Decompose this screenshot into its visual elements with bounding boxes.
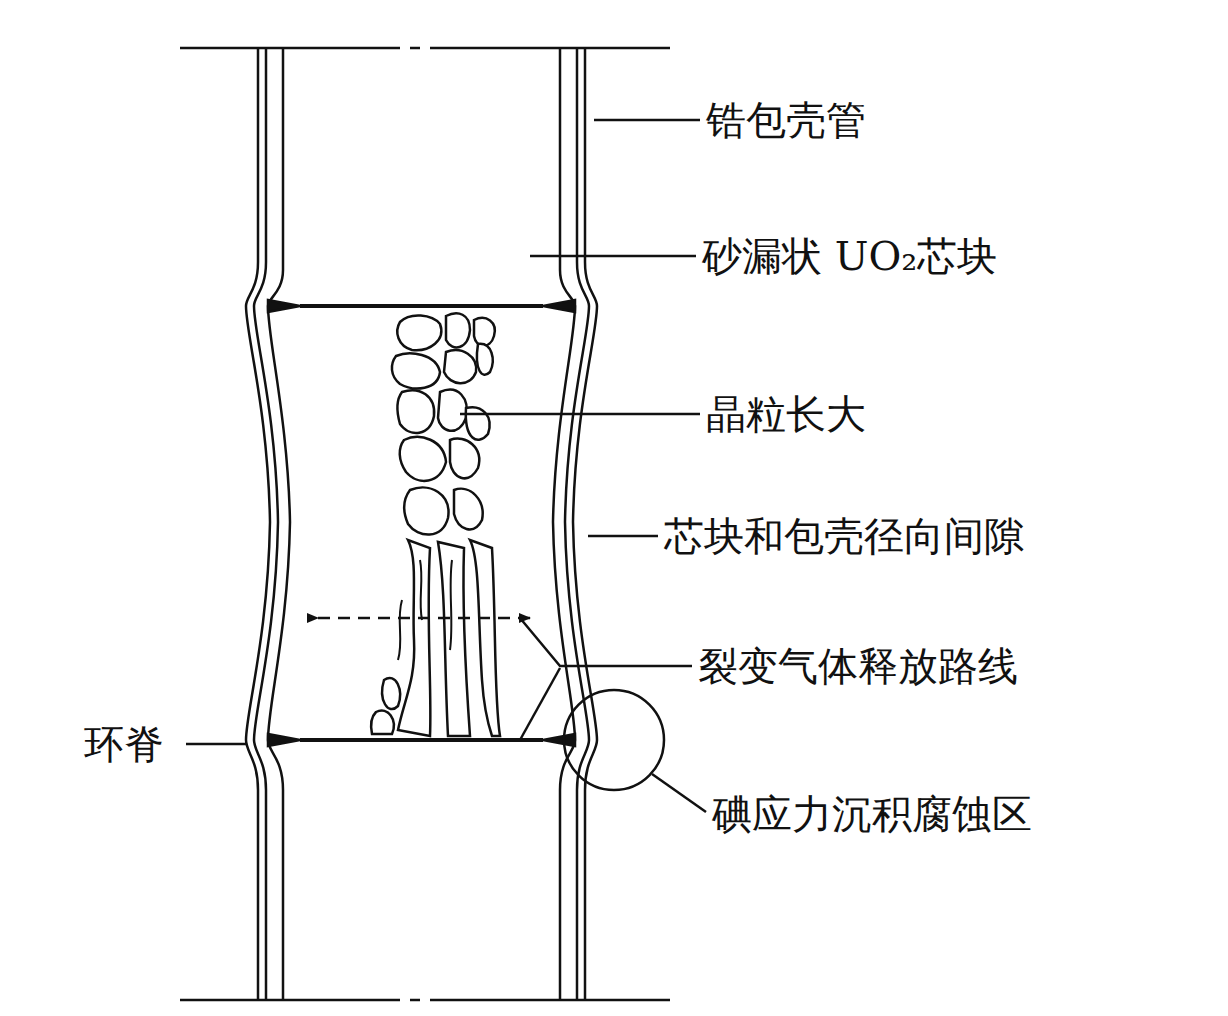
part-label: 芯块和包壳径向间隙 [664, 512, 1024, 560]
cladding-right [543, 48, 597, 1000]
part-label: 环脊 [84, 720, 164, 768]
pellet-faces [300, 306, 543, 740]
grain-column [371, 313, 500, 736]
part-label: 锆包壳管 [706, 96, 866, 144]
part-label: 晶粒长大 [706, 390, 866, 438]
part-label: 裂变气体释放路线 [698, 642, 1018, 690]
radial-gap-dimension [318, 617, 530, 620]
scc-zone-circle [564, 690, 664, 790]
part-label: 碘应力沉积腐蚀区 [712, 790, 1032, 838]
end-lines [180, 48, 670, 1000]
leader-lines [186, 120, 706, 812]
part-label: 砂漏状 UO₂芯块 [702, 232, 997, 280]
cladding-left [246, 48, 300, 1000]
grain-cracks [398, 560, 452, 660]
